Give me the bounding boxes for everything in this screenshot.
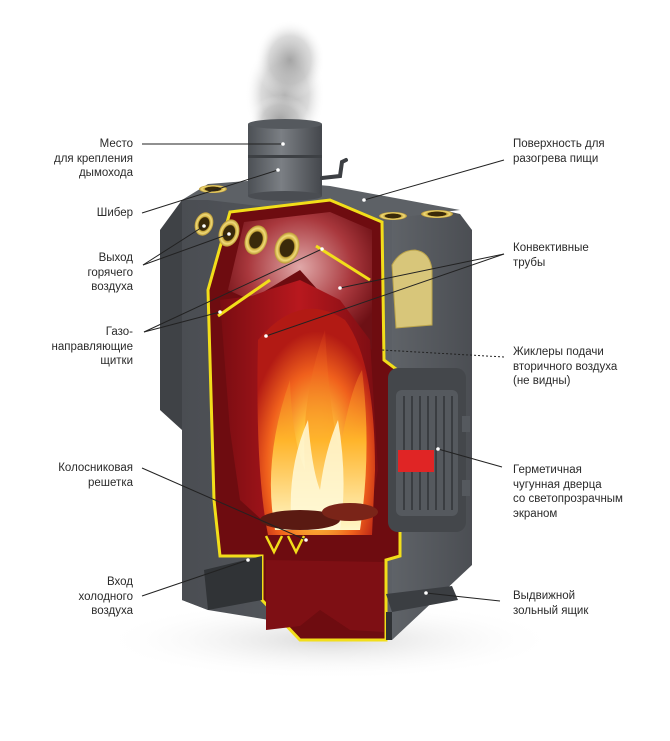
- leader-lines-left: [141, 143, 323, 597]
- cast-iron-door: [388, 368, 470, 532]
- label-cold-air-inlet: Вход холодного воздуха: [78, 576, 133, 617]
- ash-drawer: [386, 586, 458, 640]
- gas-deflector: [217, 278, 271, 318]
- label-hot-air-outlet: Выход горячего воздуха: [87, 252, 133, 293]
- label-cast-iron-door: Герметичная чугунная дверца со светопроз…: [513, 464, 623, 520]
- label-convection-pipes: Конвективные трубы: [513, 242, 589, 269]
- label-grate: Колосниковая решетка: [58, 462, 133, 489]
- door-window: [398, 450, 434, 472]
- chimney-pipe: [248, 119, 322, 201]
- nameplate: [391, 249, 433, 329]
- label-gas-deflectors: Газо- направляющие щитки: [51, 326, 133, 367]
- damper-handle: [320, 158, 348, 180]
- leader-lines-right: [265, 159, 505, 602]
- ash-pit: [266, 560, 384, 632]
- label-ash-drawer: Выдвижной зольный ящик: [513, 590, 589, 617]
- top-brass-ring: [421, 210, 453, 218]
- label-damper: Шибер: [96, 207, 133, 219]
- flames: [270, 330, 367, 530]
- top-brass-ring: [379, 212, 407, 220]
- label-secondary-air-jets: Жиклеры подачи вторичного воздуха (не ви…: [513, 346, 618, 387]
- grate-bars: [264, 535, 306, 555]
- label-chimney-mount: Место для крепления дымохода: [53, 138, 133, 179]
- anchor-dots: [202, 142, 440, 595]
- top-brass-ring: [199, 185, 227, 193]
- label-cooking-surface: Поверхность для разогрева пищи: [513, 138, 605, 165]
- gas-deflector: [315, 244, 371, 282]
